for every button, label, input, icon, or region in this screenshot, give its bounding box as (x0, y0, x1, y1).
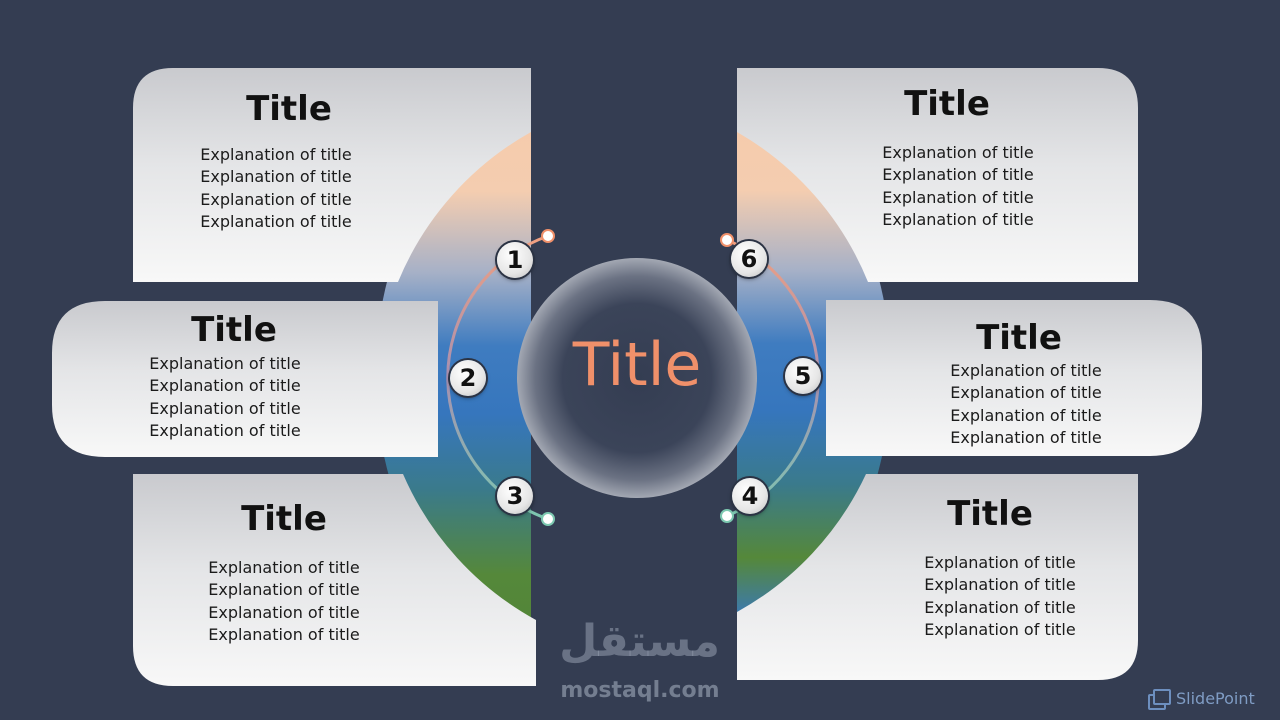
card-mid-right-shape (826, 300, 1202, 456)
card-line: Explanation of title (200, 167, 352, 187)
card-top-left-shape (133, 68, 531, 282)
card-line: Explanation of title (149, 398, 301, 418)
card-description: Explanation of title Explanation of titl… (154, 557, 414, 646)
card-line: Explanation of title (208, 580, 360, 600)
card-line: Explanation of title (200, 211, 352, 231)
card-line: Explanation of title (950, 361, 1102, 380)
card-description: Explanation of title Explanation of titl… (146, 144, 406, 233)
card-line: Explanation of title (882, 165, 1034, 185)
card-title: Title (976, 318, 1062, 358)
card-title: Title (904, 84, 990, 124)
card-line: Explanation of title (208, 602, 360, 622)
card-bottom-right-shape (737, 474, 1138, 680)
step-badge-4: 4 (732, 478, 768, 514)
card-line: Explanation of title (924, 597, 1076, 617)
card-line: Explanation of title (208, 624, 360, 644)
card-bottom-left-shape (133, 474, 536, 686)
arc-end-dot (541, 229, 555, 243)
arc-end-dot (720, 509, 734, 523)
card-line: Explanation of title (882, 209, 1034, 229)
card-line: Explanation of title (950, 427, 1102, 447)
center-orb (517, 258, 757, 498)
card-line: Explanation of title (924, 553, 1076, 572)
card-line: Explanation of title (200, 189, 352, 209)
card-line: Explanation of title (149, 376, 301, 396)
brand-name: SlidePoint (1176, 688, 1255, 708)
arc-end-dot (720, 233, 734, 247)
card-mid-left-shape (52, 301, 438, 457)
card-line: Explanation of title (200, 145, 352, 164)
card-line: Explanation of title (950, 405, 1102, 425)
card-title: Title (241, 499, 327, 539)
watermark-arabic: مستقل (559, 616, 720, 667)
card-line: Explanation of title (208, 558, 360, 577)
card-line: Explanation of title (149, 420, 301, 440)
step-badge-3: 3 (497, 478, 533, 514)
card-line: Explanation of title (882, 143, 1034, 162)
card-line: Explanation of title (149, 354, 301, 373)
step-badge-6: 6 (731, 241, 767, 277)
card-line: Explanation of title (924, 575, 1076, 595)
card-line: Explanation of title (882, 187, 1034, 207)
arc-end-dot (541, 512, 555, 526)
card-description: Explanation of title Explanation of titl… (870, 552, 1130, 641)
card-description: Explanation of title Explanation of titl… (828, 142, 1088, 231)
card-description: Explanation of title Explanation of titl… (896, 360, 1156, 449)
card-description: Explanation of title Explanation of titl… (95, 353, 355, 442)
card-title: Title (246, 89, 332, 129)
center-title: Title (572, 330, 702, 400)
card-line: Explanation of title (924, 619, 1076, 639)
brand-logo: SlidePoint (1148, 686, 1255, 710)
step-badge-5: 5 (785, 358, 821, 394)
step-badge-2: 2 (450, 360, 486, 396)
step-badge-1: 1 (497, 242, 533, 278)
card-title: Title (191, 310, 277, 350)
card-top-right-shape (737, 68, 1138, 282)
card-title: Title (947, 494, 1033, 534)
watermark-url: mostaql.com (560, 678, 720, 703)
stacked-windows-icon (1148, 688, 1171, 710)
card-line: Explanation of title (950, 383, 1102, 403)
